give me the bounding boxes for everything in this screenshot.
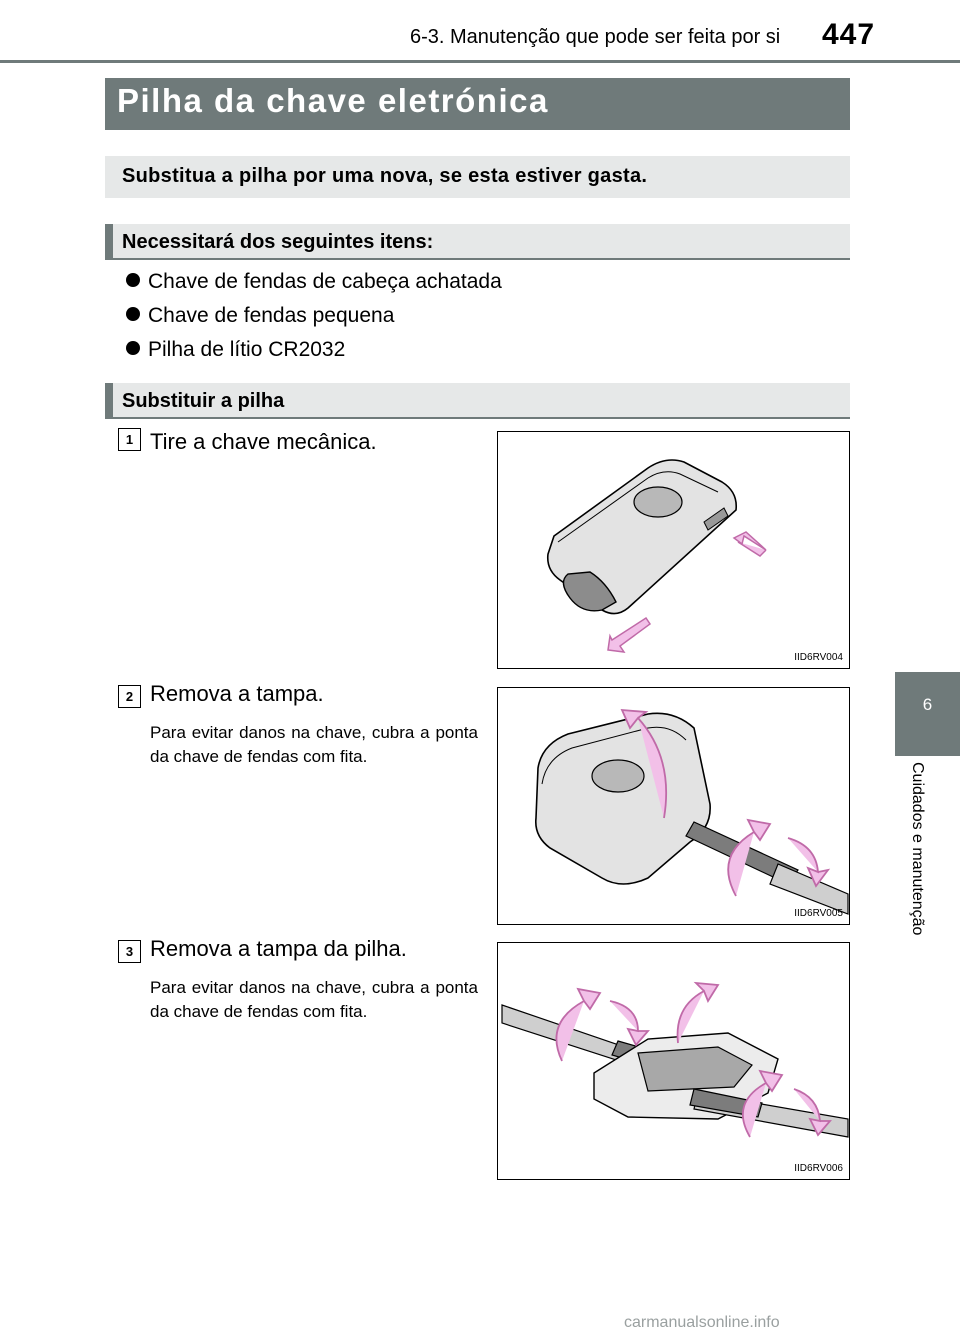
page-title: Pilha da chave eletrónica	[117, 82, 549, 119]
figure-code: IID6RV006	[794, 1163, 843, 1174]
watermark: carmanualsonline.info	[624, 1314, 780, 1331]
items-heading-bar	[105, 224, 850, 260]
figure-remove-cover: IID6RV005	[497, 687, 850, 925]
header-rule	[0, 60, 960, 63]
items-heading: Necessitará dos seguintes itens:	[122, 231, 434, 253]
figure-remove-battery-cover: IID6RV006	[497, 942, 850, 1180]
step-title: Remova a tampa da pilha.	[150, 936, 407, 961]
cover-removal-illustration	[534, 708, 849, 915]
list-item: Chave de fendas pequena	[126, 304, 394, 328]
step-title: Tire a chave mecânica.	[150, 429, 377, 454]
list-item: Pilha de lítio CR2032	[126, 338, 345, 362]
list-item: Chave de fendas de cabeça achatada	[126, 270, 502, 294]
figure-remove-mechanical-key: IID6RV004	[497, 431, 850, 669]
chapter-number: 6	[922, 695, 933, 714]
chapter-tab-rule	[895, 754, 960, 756]
procedure-heading-bar	[105, 383, 850, 419]
page-number: 447	[822, 18, 876, 51]
battery-cover-illustration	[501, 981, 849, 1138]
procedure-heading: Substituir a pilha	[122, 390, 285, 412]
step-title: Remova a tampa.	[150, 681, 324, 706]
figure-code: IID6RV005	[794, 908, 843, 919]
step-number: 1	[118, 428, 141, 451]
bullet-icon	[126, 341, 140, 355]
chapter-label: Cuidados e manutenção	[909, 762, 926, 936]
step-number: 2	[118, 685, 141, 708]
bullet-icon	[126, 307, 140, 321]
step-note: Para evitar danos na chave, cubra a pont…	[150, 978, 478, 1021]
title-bar	[105, 78, 850, 130]
step-number: 3	[118, 940, 141, 963]
chapter-tab	[895, 672, 960, 754]
intro-text: Substitua a pilha por uma nova, se esta …	[122, 165, 648, 187]
figure-code: IID6RV004	[794, 652, 843, 663]
section-header: 6-3. Manutenção que pode ser feita por s…	[410, 26, 781, 48]
bullet-icon	[126, 273, 140, 287]
intro-panel	[105, 156, 850, 198]
step-note: Para evitar danos na chave, cubra a pont…	[150, 723, 478, 766]
key-fob-illustration	[546, 459, 767, 653]
